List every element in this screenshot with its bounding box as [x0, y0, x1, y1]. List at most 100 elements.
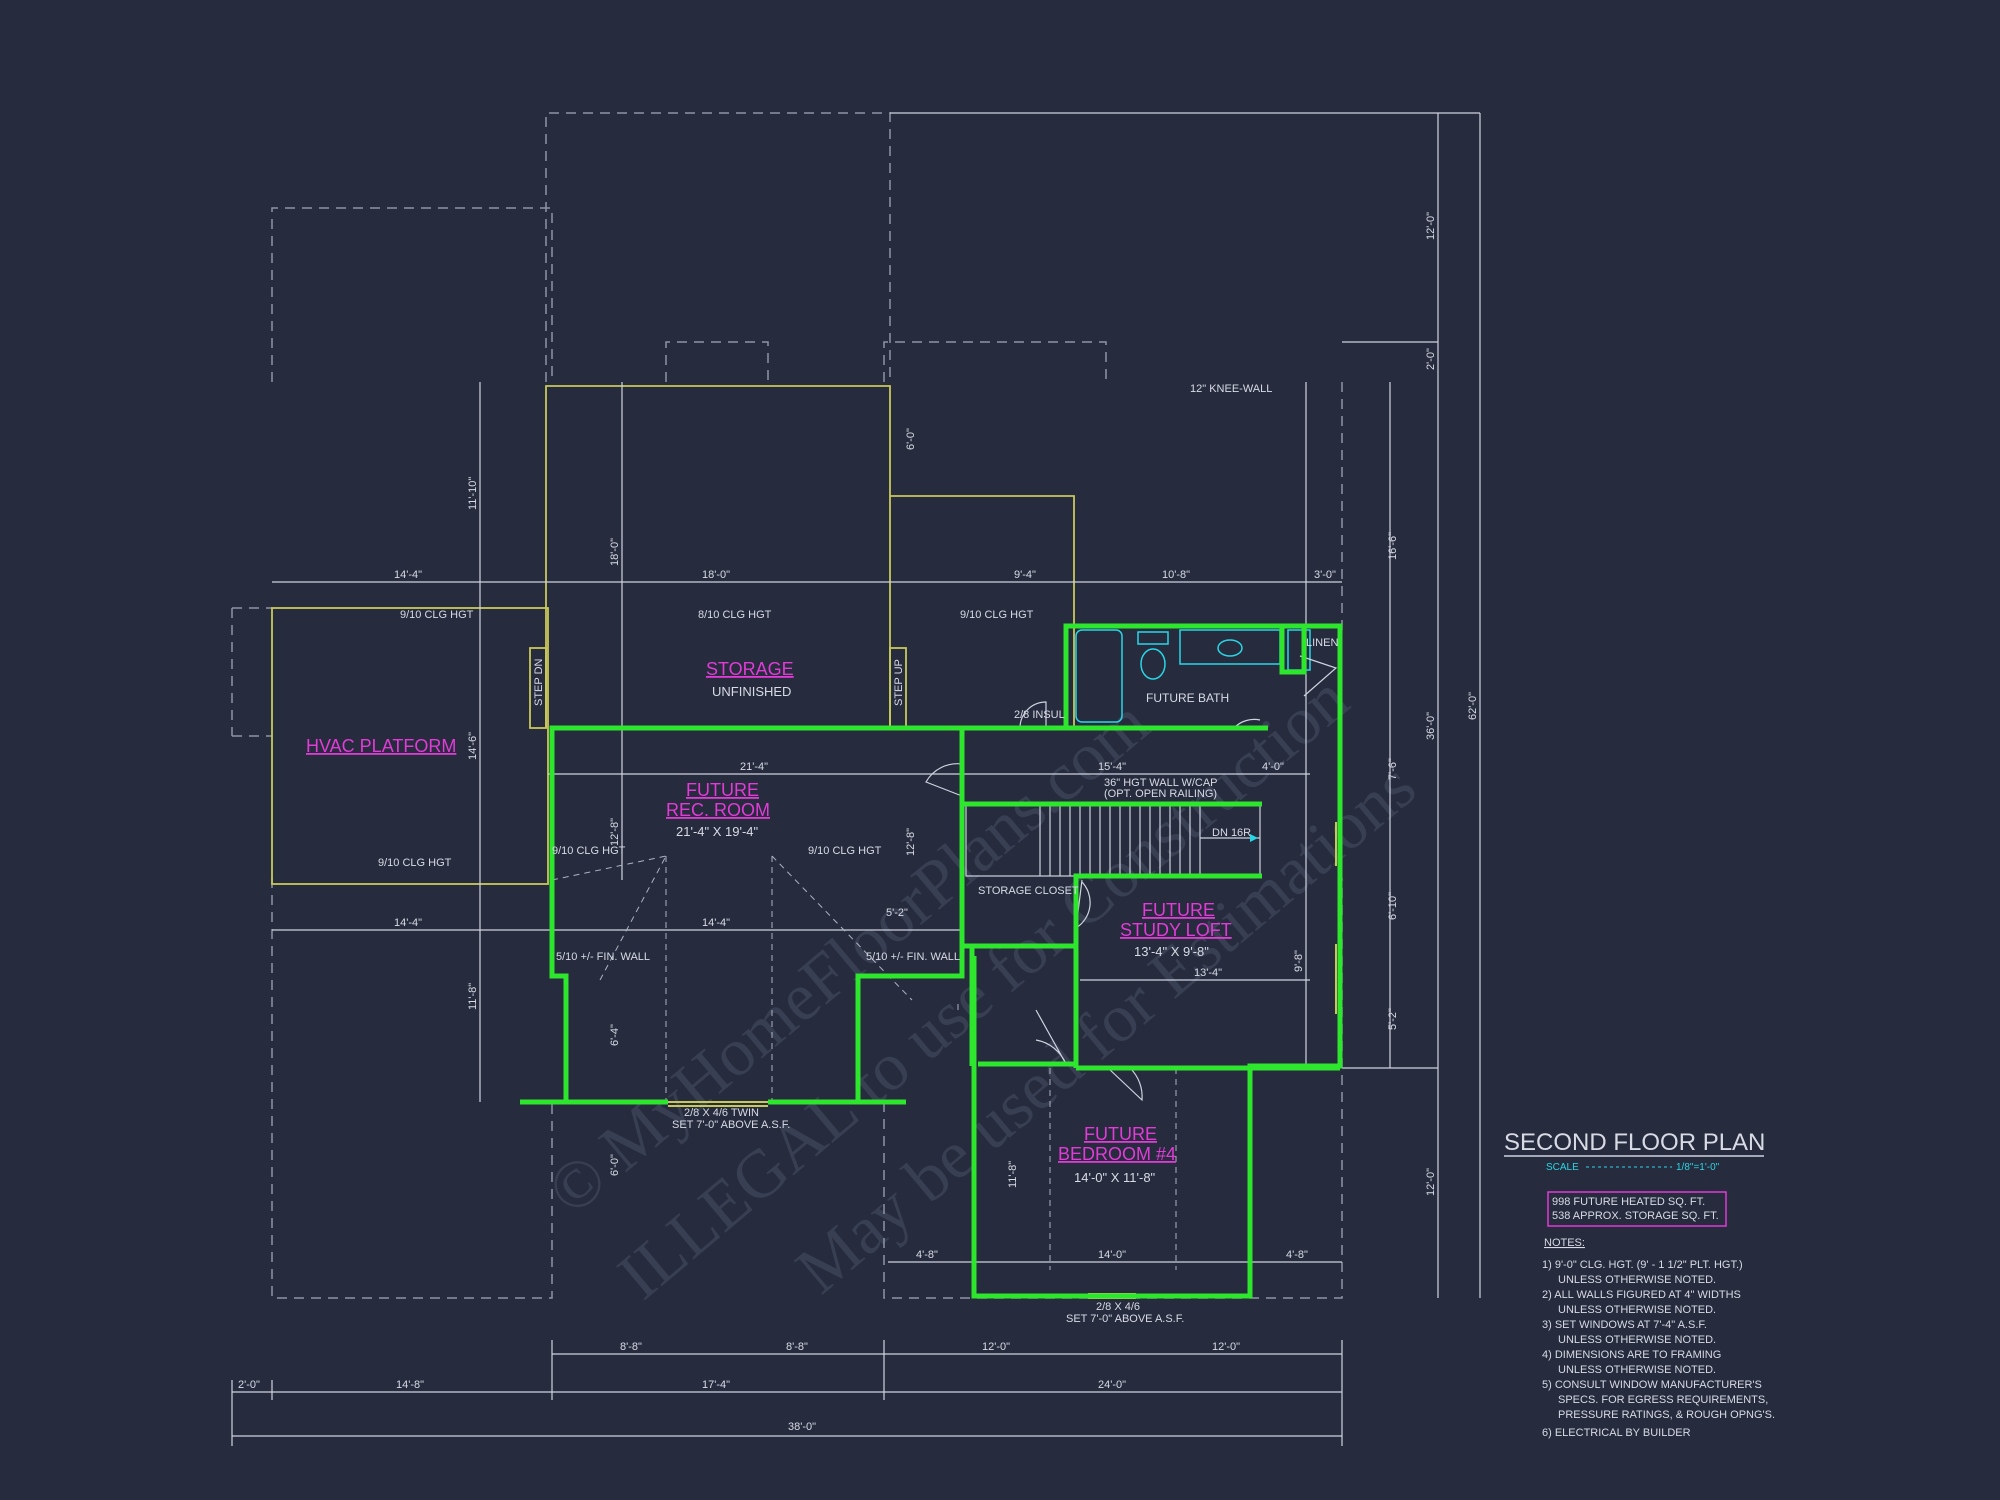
svg-text:14'-0": 14'-0"	[1098, 1249, 1126, 1261]
svg-text:13'-4": 13'-4"	[1194, 967, 1222, 979]
svg-text:5'-2": 5'-2"	[1387, 1008, 1399, 1030]
svg-text:1) 9'-0" CLG. HGT. (9' - 1 1/2: 1) 9'-0" CLG. HGT. (9' - 1 1/2" PLT. HGT…	[1542, 1259, 1743, 1271]
room-labels: STORAGE UNFINISHED HVAC PLATFORM FUTURE …	[306, 637, 1338, 1185]
linen-label: LINEN	[1306, 637, 1338, 649]
plan-title: SECOND FLOOR PLAN	[1504, 1129, 1765, 1156]
bath-name: FUTURE BATH	[1146, 691, 1229, 705]
svg-text:10'-8": 10'-8"	[1162, 569, 1190, 581]
svg-text:8'-8": 8'-8"	[786, 1341, 808, 1353]
svg-text:18'-0": 18'-0"	[702, 569, 730, 581]
svg-text:14'-8": 14'-8"	[396, 1379, 424, 1391]
svg-text:6'-0": 6'-0"	[609, 1154, 621, 1176]
svg-text:12'-0": 12'-0"	[982, 1341, 1010, 1353]
bed-name-2: BEDROOM #4	[1058, 1144, 1176, 1164]
svg-text:11'-8": 11'-8"	[467, 983, 479, 1010]
storage-outlines	[271, 385, 1075, 885]
svg-text:6) ELECTRICAL BY BUILDER: 6) ELECTRICAL BY BUILDER	[1542, 1427, 1691, 1439]
svg-text:5) CONSULT WINDOW MANUFACTURER: 5) CONSULT WINDOW MANUFACTURER'S	[1542, 1379, 1762, 1391]
svg-text:UNLESS OTHERWISE NOTED.: UNLESS OTHERWISE NOTED.	[1558, 1334, 1716, 1346]
svg-text:12'-8": 12'-8"	[609, 818, 621, 846]
svg-text:4'-8": 4'-8"	[916, 1249, 938, 1261]
svg-text:5'-2": 5'-2"	[886, 907, 908, 919]
svg-text:PRESSURE RATINGS, & ROUGH OPNG: PRESSURE RATINGS, & ROUGH OPNG'S.	[1558, 1409, 1775, 1421]
svg-text:11'-8": 11'-8"	[1007, 1161, 1019, 1188]
svg-text:4'-8": 4'-8"	[1286, 1249, 1308, 1261]
plan-labels: 9/10 CLG HGT 8/10 CLG HGT 9/10 CLG HGT 9…	[378, 383, 1272, 1325]
svg-text:14'-4": 14'-4"	[394, 917, 422, 929]
svg-text:12'-8": 12'-8"	[905, 828, 917, 856]
svg-text:12'-0": 12'-0"	[1425, 1168, 1437, 1196]
svg-text:6'-10": 6'-10"	[1387, 892, 1399, 920]
scale-value: 1/8"=1'-0"	[1676, 1162, 1720, 1173]
storage-name: STORAGE	[706, 659, 794, 679]
svg-text:7'-6": 7'-6"	[1387, 758, 1399, 780]
dimension-text-vertical: 12'-0" 2'-0" 16'-6" 36'-0" 62'-0" 7'-6" …	[467, 212, 1479, 1196]
svg-text:2/8 X 4/6 TWIN: 2/8 X 4/6 TWIN	[684, 1107, 759, 1119]
svg-text:9'-4": 9'-4"	[1014, 569, 1036, 581]
svg-text:SET 7'-0" ABOVE A.S.F.: SET 7'-0" ABOVE A.S.F.	[672, 1119, 790, 1131]
svg-text:3'-0": 3'-0"	[1314, 569, 1336, 581]
svg-text:9/10 CLG HGT: 9/10 CLG HGT	[552, 845, 626, 857]
loft-size: 13'-4" X 9'-8"	[1134, 944, 1209, 959]
svg-text:9/10 CLG HGT: 9/10 CLG HGT	[378, 857, 452, 869]
rec-size: 21'-4" X 19'-4"	[676, 824, 759, 839]
area-line-1: 998 FUTURE HEATED SQ. FT.	[1552, 1196, 1705, 1208]
svg-text:9/10 CLG HGT: 9/10 CLG HGT	[808, 845, 882, 857]
svg-text:12'-0": 12'-0"	[1425, 212, 1437, 240]
svg-text:2/8 X 4/6: 2/8 X 4/6	[1096, 1301, 1140, 1313]
svg-text:11'-10": 11'-10"	[467, 477, 479, 510]
dimension-text: 14'-4" 18'-0" 9'-4" 10'-8" 3'-0" 21'-4" …	[238, 569, 1336, 1433]
svg-text:SPECS. FOR EGRESS REQUIREMENTS: SPECS. FOR EGRESS REQUIREMENTS,	[1558, 1394, 1768, 1406]
svg-text:STEP UP: STEP UP	[893, 659, 905, 706]
bed-name-1: FUTURE	[1084, 1124, 1157, 1144]
svg-text:8'-8": 8'-8"	[620, 1341, 642, 1353]
dimension-lines	[231, 112, 1481, 1446]
rec-name-1: FUTURE	[686, 780, 759, 800]
svg-text:15'-4": 15'-4"	[1098, 761, 1126, 773]
hvac-name: HVAC PLATFORM	[306, 736, 456, 756]
svg-text:14'-4": 14'-4"	[394, 569, 422, 581]
rec-name-2: REC. ROOM	[666, 800, 770, 820]
svg-text:UNLESS OTHERWISE NOTED.: UNLESS OTHERWISE NOTED.	[1558, 1364, 1716, 1376]
svg-text:12" KNEE-WALL: 12" KNEE-WALL	[1190, 383, 1272, 395]
svg-text:36" HGT WALL W/CAP: 36" HGT WALL W/CAP	[1104, 777, 1218, 789]
svg-text:2'-0": 2'-0"	[1425, 348, 1437, 370]
svg-text:62'-0": 62'-0"	[1467, 692, 1479, 720]
svg-text:UNLESS OTHERWISE NOTED.: UNLESS OTHERWISE NOTED.	[1558, 1304, 1716, 1316]
svg-text:5/10 +/- FIN. WALL: 5/10 +/- FIN. WALL	[556, 951, 650, 963]
notes-header: NOTES:	[1544, 1237, 1585, 1249]
svg-text:(OPT. OPEN RAILING): (OPT. OPEN RAILING)	[1104, 788, 1217, 800]
svg-text:12'-0": 12'-0"	[1212, 1341, 1240, 1353]
scale-label: SCALE	[1546, 1162, 1579, 1173]
svg-text:21'-4": 21'-4"	[740, 761, 768, 773]
svg-text:8/10 CLG HGT: 8/10 CLG HGT	[698, 609, 772, 621]
svg-text:6'-4": 6'-4"	[609, 1024, 621, 1046]
svg-text:16'-6": 16'-6"	[1387, 532, 1399, 560]
walls	[520, 623, 1343, 1299]
storage-sub: UNFINISHED	[712, 684, 791, 699]
loft-name-1: FUTURE	[1142, 900, 1215, 920]
svg-text:9/10 CLG HGT: 9/10 CLG HGT	[960, 609, 1034, 621]
svg-text:STEP DN: STEP DN	[533, 658, 545, 706]
svg-text:UNLESS OTHERWISE NOTED.: UNLESS OTHERWISE NOTED.	[1558, 1274, 1716, 1286]
svg-text:9/10 CLG HGT: 9/10 CLG HGT	[400, 609, 474, 621]
svg-text:4'-0": 4'-0"	[1262, 761, 1284, 773]
svg-text:2/8 INSUL: 2/8 INSUL	[1014, 709, 1065, 721]
title-block: SECOND FLOOR PLAN SCALE 1/8"=1'-0" 998 F…	[1504, 1129, 1775, 1439]
svg-text:2'-0": 2'-0"	[238, 1379, 260, 1391]
svg-text:3) SET WINDOWS AT 7'-4" A.S.F.: 3) SET WINDOWS AT 7'-4" A.S.F.	[1542, 1319, 1707, 1331]
loft-name-2: STUDY LOFT	[1120, 920, 1232, 940]
svg-text:5/10 +/- FIN. WALL: 5/10 +/- FIN. WALL	[866, 951, 960, 963]
svg-text:SET 7'-0" ABOVE A.S.F.: SET 7'-0" ABOVE A.S.F.	[1066, 1313, 1184, 1325]
svg-text:18'-0": 18'-0"	[609, 538, 621, 566]
bed-size: 14'-0" X 11'-8"	[1074, 1170, 1156, 1185]
storage-closet-label: STORAGE CLOSET	[978, 885, 1079, 897]
svg-text:2) ALL WALLS FIGURED AT 4" WID: 2) ALL WALLS FIGURED AT 4" WIDTHS	[1542, 1289, 1741, 1301]
svg-text:4) DIMENSIONS ARE TO FRAMING: 4) DIMENSIONS ARE TO FRAMING	[1542, 1349, 1721, 1361]
svg-text:38'-0": 38'-0"	[788, 1421, 816, 1433]
area-line-2: 538 APPROX. STORAGE SQ. FT.	[1552, 1210, 1719, 1222]
svg-text:9'-8": 9'-8"	[1293, 950, 1305, 972]
svg-text:17'-4": 17'-4"	[702, 1379, 730, 1391]
svg-text:24'-0": 24'-0"	[1098, 1379, 1126, 1391]
